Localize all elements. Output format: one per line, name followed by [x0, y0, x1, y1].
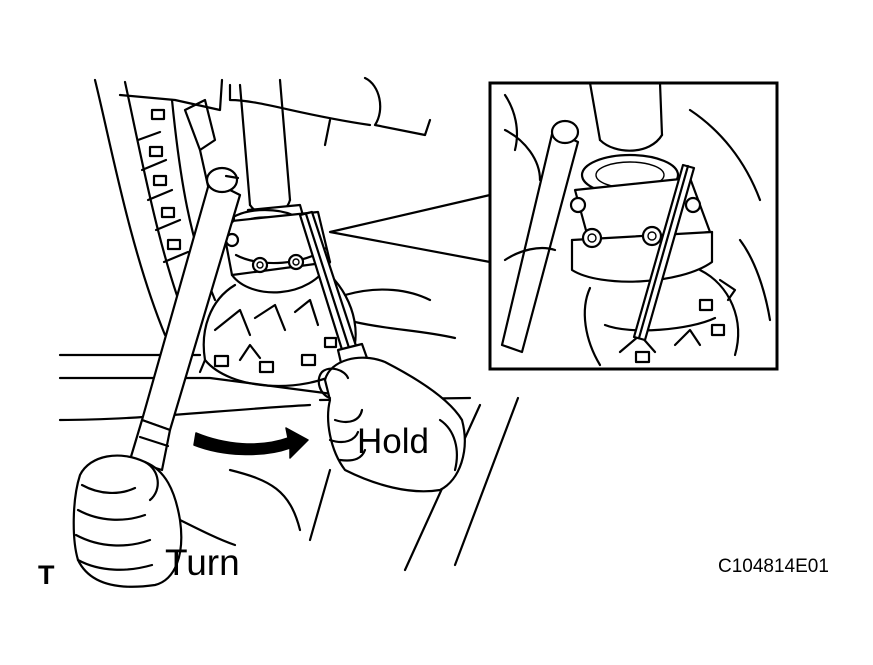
inset-detail [488, 81, 779, 371]
turn-label: Turn [165, 542, 240, 583]
left-hand [72, 454, 237, 588]
hold-label: Hold [357, 422, 429, 461]
marker-letter: T [38, 560, 55, 590]
wrench-handle [128, 166, 242, 472]
right-hand [317, 356, 466, 493]
figure-code: C104814E01 [718, 556, 829, 577]
curved-turn-arrow [193, 427, 309, 459]
differential-housing [198, 273, 357, 388]
vehicle-frame [58, 76, 520, 572]
callout-pointer [328, 193, 492, 264]
